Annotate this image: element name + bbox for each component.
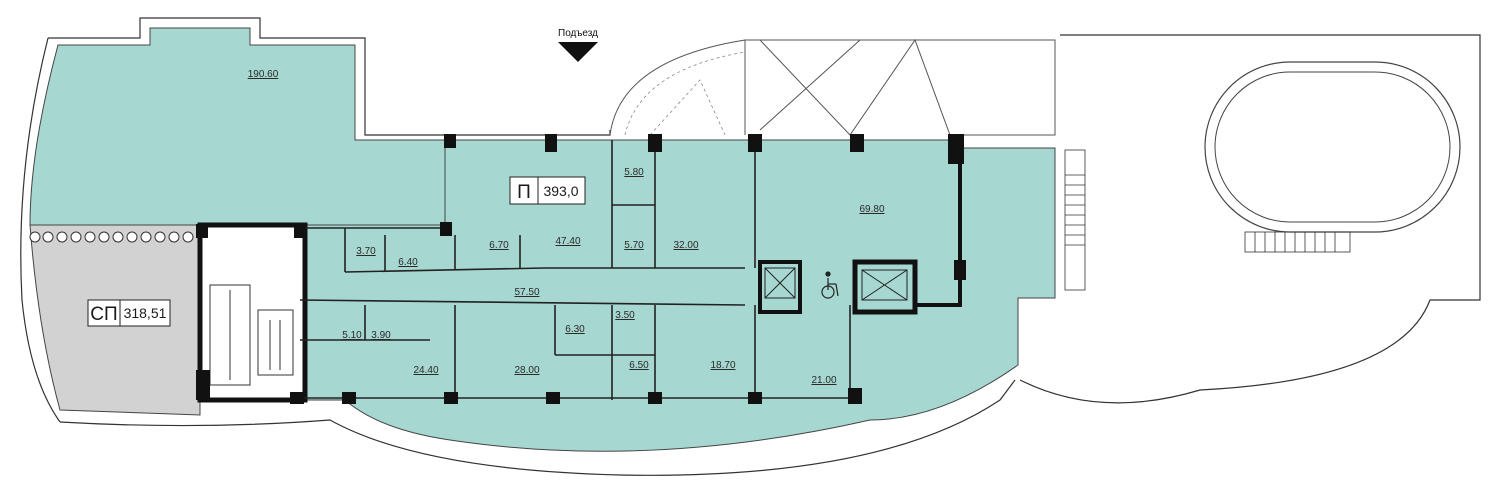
room-area: 32.00 [673, 240, 698, 251]
wheelchair-icon [821, 271, 839, 299]
elevator-core [758, 140, 962, 315]
room-area: 24.40 [413, 365, 438, 376]
room-area: 3.90 [371, 330, 391, 341]
stair-core [197, 222, 308, 403]
entrance-marker: Подъезд [558, 28, 598, 62]
building-outline [48, 17, 1481, 404]
room-area: 5.10 [342, 330, 362, 341]
elevator-icon [861, 269, 908, 301]
room-area: 57.50 [514, 287, 539, 298]
entrance-label: Подъезд [558, 28, 598, 39]
oval-track-outer [1204, 61, 1461, 233]
outer-curve-bottom [59, 379, 1016, 476]
main-floor [299, 139, 1056, 452]
room-area: 21.00 [811, 375, 836, 386]
badge-code: СП [90, 304, 117, 325]
room-area: 3.70 [356, 246, 376, 257]
terrace-floor [29, 27, 446, 226]
outer-curve-left [20, 37, 61, 423]
room-area: 6.30 [565, 324, 585, 335]
room-area: 6.50 [629, 360, 649, 371]
down-arrow-icon [558, 42, 598, 62]
columns [196, 134, 966, 404]
badge-code: П [517, 182, 531, 203]
interior-walls [299, 140, 860, 400]
room-area: 69.80 [859, 204, 884, 215]
right-stairs [1064, 149, 1351, 291]
canopy-arc [624, 51, 746, 136]
room-area: 28.00 [514, 365, 539, 376]
room-area: 47.40 [555, 236, 580, 247]
room-area: 5.70 [624, 240, 644, 251]
room-area: 18.70 [710, 360, 735, 371]
service-badge: СП 318,51 [87, 299, 171, 327]
oval-track-inner [1214, 71, 1451, 223]
room-area: 3.50 [615, 310, 635, 321]
room-area: 190.60 [248, 69, 279, 80]
badge-area: 318,51 [124, 305, 167, 321]
canopy-outline [609, 38, 1056, 136]
room-area: 5.80 [624, 167, 644, 178]
elevator-icon [764, 267, 796, 299]
badge-area: 393,0 [543, 183, 578, 199]
commercial-badge: П 393,0 [509, 176, 586, 205]
room-labels: 190.60 69.80 5.80 47.40 5.70 32.00 6.70 … [248, 69, 885, 386]
room-area: 6.70 [489, 240, 509, 251]
room-area: 6.40 [398, 257, 418, 268]
column-circles [29, 231, 194, 243]
